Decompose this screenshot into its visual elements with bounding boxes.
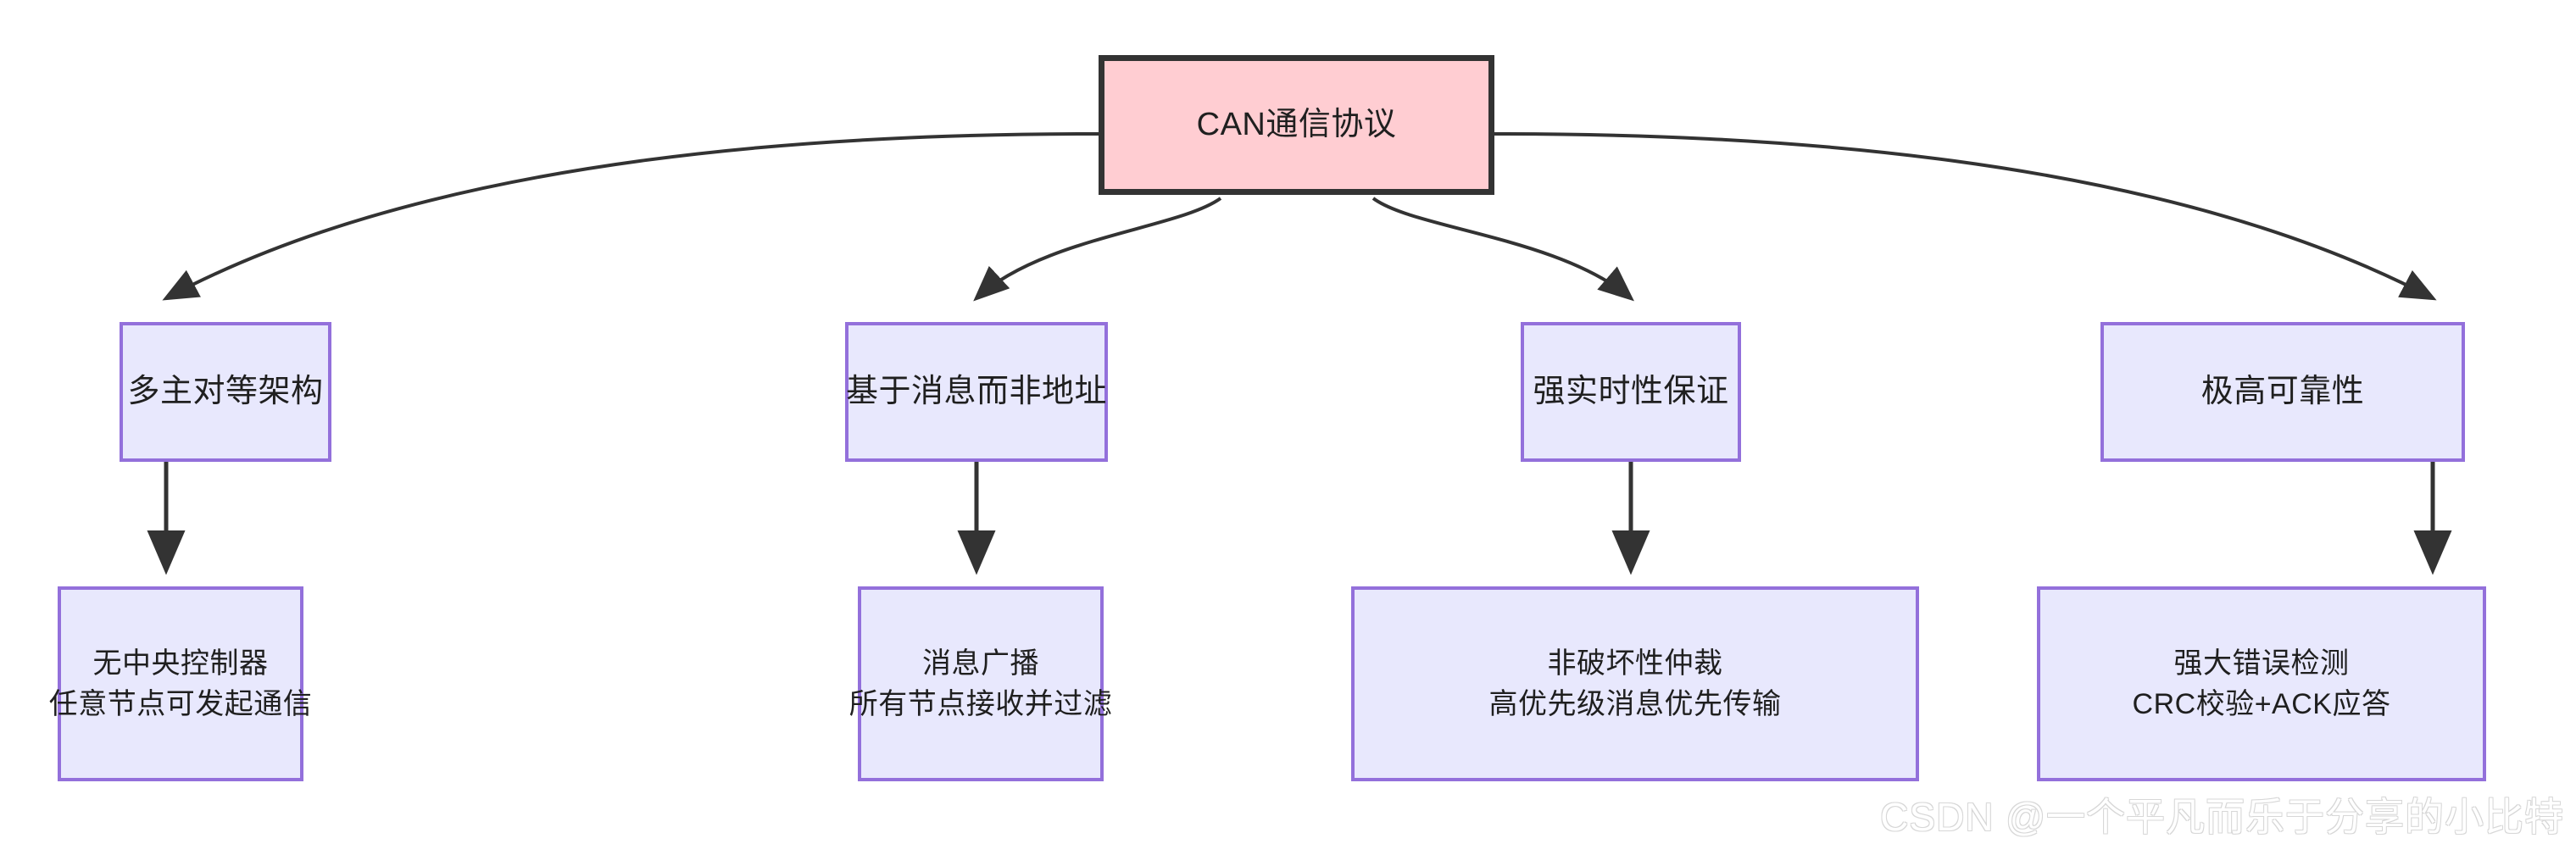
node-leaf-4[interactable]: 强大错误检测 CRC校验+ACK应答 (2037, 586, 2486, 781)
node-branch-4[interactable]: 极高可靠性 (2100, 322, 2465, 462)
node-leaf-2[interactable]: 消息广播 所有节点接收并过滤 (849, 586, 1112, 781)
node-leaf-3[interactable]: 非破坏性仲裁 高优先级消息优先传输 (1351, 586, 1919, 781)
node-leaf-2-line-1: 消息广播 (922, 647, 1039, 680)
node-leaf-1-line-1: 无中央控制器 (92, 647, 269, 680)
node-leaf-1-line-2: 任意节点可发起通信 (48, 688, 313, 720)
node-branch-3-label: 强实时性保证 (1533, 373, 1729, 409)
node-branch-4-label: 极高可靠性 (2200, 373, 2365, 409)
node-root-label: CAN通信协议 (1196, 106, 1397, 142)
watermark-text: CSDN @一个平凡而乐于分享的小比特 (1880, 795, 2564, 839)
node-leaf-3-line-1: 非破坏性仲裁 (1547, 647, 1723, 680)
edge-root-to-branch-3 (1371, 197, 1634, 302)
node-leaf-2-line-2: 所有节点接收并过滤 (848, 688, 1113, 720)
node-branch-1-label: 多主对等架构 (127, 373, 324, 409)
edge-root-to-branch-1 (162, 132, 1099, 301)
edge-root-to-branch-2 (973, 197, 1222, 302)
node-leaf-3-line-2: 高优先级消息优先传输 (1488, 688, 1782, 720)
node-branch-2-label: 基于消息而非地址 (846, 373, 1108, 409)
node-leaf-1[interactable]: 无中央控制器 任意节点可发起通信 (49, 586, 312, 781)
node-leaf-4-line-1: 强大错误检测 (2173, 647, 2350, 680)
node-root[interactable]: CAN通信协议 (1099, 55, 1494, 195)
node-branch-1[interactable]: 多主对等架构 (120, 322, 331, 462)
node-branch-3[interactable]: 强实时性保证 (1521, 322, 1741, 462)
edge-root-to-branch-4 (1494, 132, 2437, 301)
node-leaf-4-line-2: CRC校验+ACK应答 (2132, 688, 2391, 720)
node-branch-2[interactable]: 基于消息而非地址 (845, 322, 1108, 462)
